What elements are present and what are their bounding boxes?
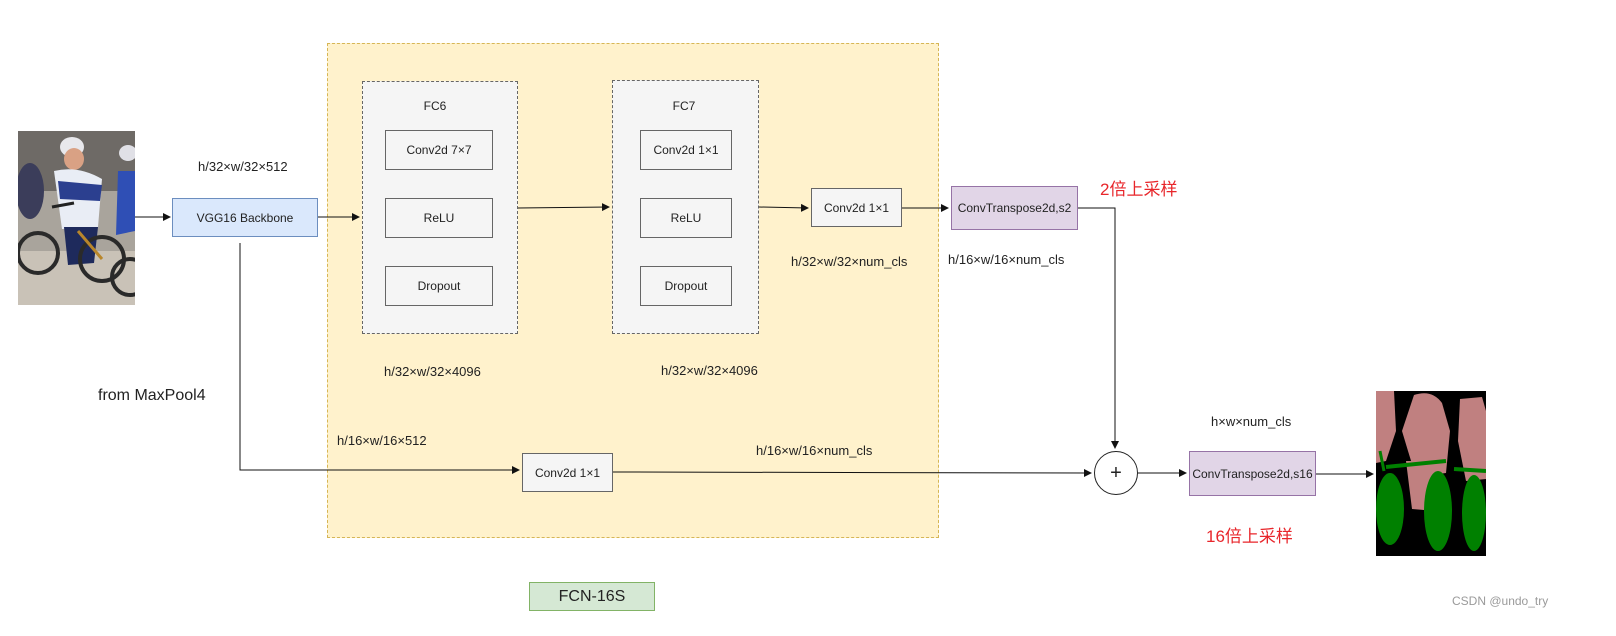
score-conv-block: Conv2d 1×1 [811,188,902,227]
transpose-conv-s2-block: ConvTranspose2d,s2 [951,186,1078,230]
pool4-score-label: h/16×w/16×num_cls [756,443,873,458]
output-segmentation-image [1376,391,1486,556]
fc6-dropout-layer: Dropout [385,266,493,306]
backbone-output-label: h/32×w/32×512 [198,159,288,174]
fc7-dropout-layer: Dropout [640,266,732,306]
score-output-label: h/32×w/32×num_cls [791,254,908,269]
watermark: CSDN @undo_try [1452,594,1549,608]
fc6-title: FC6 [423,99,447,113]
fc6-output-label: h/32×w/32×4096 [384,364,481,379]
input-image [18,131,135,305]
fc7-conv-layer: Conv2d 1×1 [640,130,732,170]
vgg16-backbone-block: VGG16 Backbone [172,198,318,237]
fc6-conv-layer: Conv2d 7×7 [385,130,493,170]
upsample2-note: 2倍上采样 [1100,180,1178,199]
final-output-label: h×w×num_cls [1211,414,1292,429]
fc7-title: FC7 [672,99,696,113]
add-node: + [1094,451,1138,495]
fc7-relu-layer: ReLU [640,198,732,238]
upsample16-note: 16倍上采样 [1206,527,1293,546]
fc6-relu-layer: ReLU [385,198,493,238]
transpose-conv-s16-block: ConvTranspose2d,s16 [1189,451,1316,496]
fc7-output-label: h/32×w/32×4096 [661,363,758,378]
upsample2-output-label: h/16×w/16×num_cls [948,252,1065,267]
pool4-conv-block: Conv2d 1×1 [522,453,613,492]
pool4-input-label: h/16×w/16×512 [337,433,427,448]
from-maxpool4-label: from MaxPool4 [98,387,206,404]
model-name-tag: FCN-16S [529,582,655,611]
